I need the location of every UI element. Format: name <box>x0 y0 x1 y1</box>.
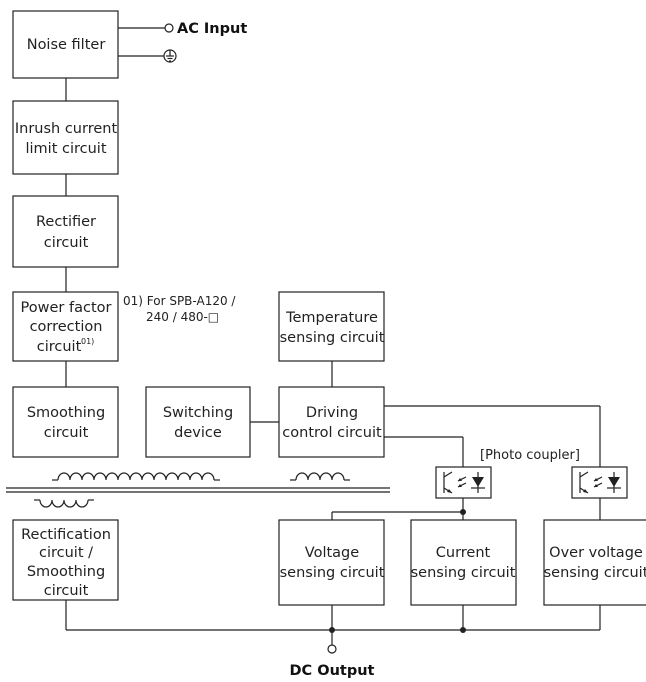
block-label: Temperature <box>285 310 378 326</box>
ac-input-label: AC Input <box>177 21 247 37</box>
block-label: device <box>174 425 222 441</box>
block-rectifier: Rectifier circuit <box>12 195 119 268</box>
transformer-coil-icon <box>52 472 220 481</box>
block-label: Switching <box>163 405 233 421</box>
block-label: circuit <box>44 425 89 441</box>
block-label: Smoothing <box>27 405 105 421</box>
footnote-marker: 01) <box>81 337 94 346</box>
transformer-coil-icon <box>34 499 94 508</box>
block-label: circuit <box>44 235 89 251</box>
photo-coupler-label: [Photo coupler] <box>480 448 580 463</box>
block-label: Noise filter <box>27 37 106 53</box>
block-label: Voltage <box>305 545 359 561</box>
block-switching-device: Switching device <box>145 386 251 458</box>
junction-dot <box>329 627 335 633</box>
block-label: sensing circuit <box>544 565 646 581</box>
block-current-sensing: Current sensing circuit <box>410 519 517 606</box>
block-label: sensing circuit <box>280 565 385 581</box>
block-voltage-sensing: Voltage sensing circuit <box>278 519 385 606</box>
wiring <box>6 27 601 645</box>
block-label: Smoothing <box>27 564 105 580</box>
footnote-line: 240 / 480-□ <box>146 310 219 324</box>
junction-dot <box>460 627 466 633</box>
block-label: Current <box>436 545 491 561</box>
block-label: Rectifier <box>36 214 96 230</box>
block-label: circuit / <box>39 545 93 561</box>
terminal-circle-icon <box>164 23 174 33</box>
block-label: Rectification <box>21 527 111 543</box>
block-temperature-sensing: Temperature sensing circuit <box>278 291 385 362</box>
block-label: Inrush current <box>15 121 118 137</box>
block-label: control circuit <box>282 425 382 441</box>
block-label: circuit <box>37 339 82 355</box>
dc-output-label: DC Output <box>290 663 375 679</box>
dc-output-terminal: DC Output <box>290 644 375 679</box>
block-inrush-current-limit: Inrush current limit circuit <box>12 100 119 175</box>
block-label: circuit <box>44 583 89 599</box>
ground-icon <box>163 49 177 63</box>
photo-coupler-icon <box>435 466 492 499</box>
ac-input-terminal: AC Input <box>164 21 247 37</box>
block-over-voltage-sensing: Over voltage sensing circuit <box>543 519 646 606</box>
block-rectification-smoothing: Rectification circuit / Smoothing circui… <box>12 519 119 601</box>
block-label: Driving <box>306 405 358 421</box>
block-label: sensing circuit <box>280 330 385 346</box>
photo-coupler-icon <box>571 466 628 499</box>
transformer-coil-icon <box>290 472 350 481</box>
block-label: Power factor <box>21 300 112 316</box>
footnote: 01) For SPB-A120 / 240 / 480-□ <box>123 294 236 324</box>
footnote-line: 01) For SPB-A120 / <box>123 294 236 308</box>
block-noise-filter: Noise filter <box>12 10 119 79</box>
block-driving-control: Driving control circuit <box>278 386 385 458</box>
block-smoothing: Smoothing circuit <box>12 386 119 458</box>
block-label: Over voltage <box>549 545 643 561</box>
block-label: sensing circuit <box>411 565 516 581</box>
block-power-factor-correction: Power factor correction circuit 01) <box>12 291 119 362</box>
block-label: correction <box>30 319 103 335</box>
block-label: limit circuit <box>25 141 106 157</box>
terminal-circle-icon <box>327 644 337 654</box>
junction-dot <box>460 509 466 515</box>
